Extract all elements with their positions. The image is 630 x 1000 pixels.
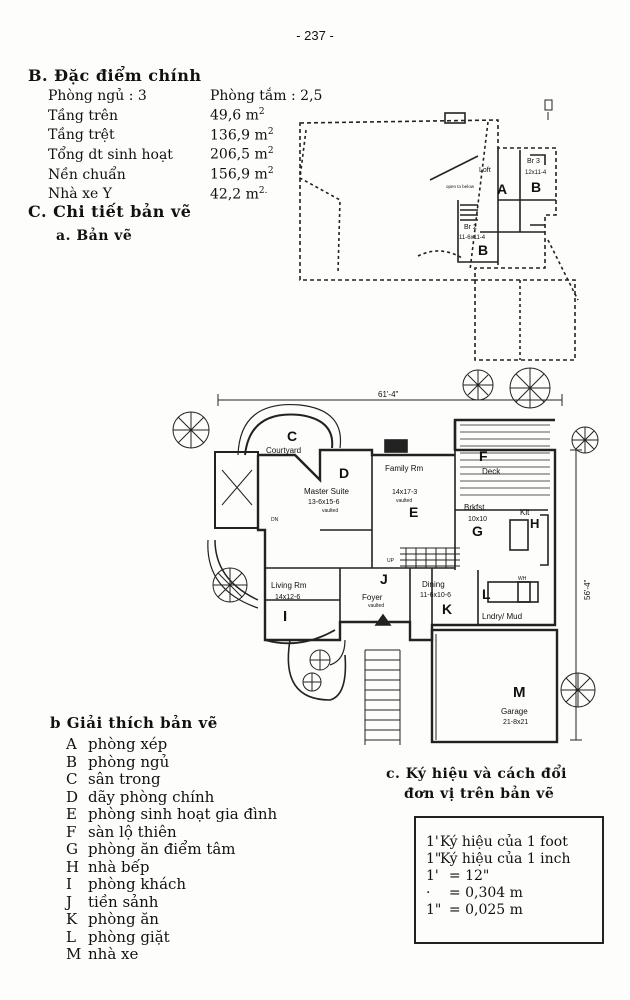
room-letter-brkfst: G xyxy=(472,523,483,539)
upper-floor-plan xyxy=(299,99,579,361)
room-letter-deck: F xyxy=(479,448,488,464)
room-label-master: Master Suite xyxy=(304,487,349,496)
room-dims-br2: 11-6x11-4 xyxy=(459,235,486,241)
symbols-title-line2: đơn vị trên bản vẽ xyxy=(404,786,555,802)
symbol-row: 1'Ký hiệu của 1 foot xyxy=(426,834,568,850)
room-letter-family: E xyxy=(409,504,418,520)
room-label-loft: Loft xyxy=(479,167,491,174)
main-floor-plan xyxy=(207,394,582,745)
section-c-subtitle: a. Bản vẽ xyxy=(56,228,133,244)
room-note-family: vaulted xyxy=(396,498,412,504)
room-letter-br2: B xyxy=(478,242,488,258)
open-to-below-note: open to below xyxy=(446,184,475,189)
width-dimension: 61'-4" xyxy=(378,390,399,399)
room-letter-br3: B xyxy=(531,179,541,195)
room-label-family: Family Rm xyxy=(385,464,424,473)
room-note-master: vaulted xyxy=(322,508,338,514)
room-label-lndry: Lndry/ Mud xyxy=(482,612,522,621)
tree-icons xyxy=(172,367,599,708)
room-label-living: Living Rm xyxy=(271,581,307,590)
room-letter-dining: K xyxy=(442,601,452,617)
symbol-row: 1' = 12" xyxy=(426,868,490,884)
room-label-deck: Deck xyxy=(482,467,501,476)
symbol-row: 1" = 0,025 m xyxy=(426,902,523,918)
room-label-brkfst: Brkfst xyxy=(464,503,485,512)
depth-dimension: 56'-4" xyxy=(583,579,592,600)
symbols-box: 1'Ký hiệu của 1 foot 1"Ký hiệu của 1 inc… xyxy=(414,816,604,944)
room-dims-br3: 12x11-4 xyxy=(525,170,547,176)
symbol-row: · = 0,304 m xyxy=(426,885,523,901)
symbols-title-line1: c. Ký hiệu và cách đổi xyxy=(386,766,567,782)
room-letter-loft: A xyxy=(497,181,507,197)
room-letter-garage: M xyxy=(513,684,526,701)
section-b-title: B. Đặc điểm chính xyxy=(28,66,202,85)
room-letter-foyer: J xyxy=(380,571,388,587)
water-heater-label: WH xyxy=(518,576,527,582)
stair-dn-label: DN xyxy=(271,517,279,523)
room-dims-living: 14x12-6 xyxy=(275,594,300,601)
room-letter-living: I xyxy=(283,608,287,625)
room-dims-dining: 11-6x10-6 xyxy=(420,592,451,599)
page-number: - 237 - xyxy=(296,28,334,43)
room-letter-kit: H xyxy=(530,516,539,531)
room-dims-master: 13-6x15-6 xyxy=(308,499,340,506)
room-note-foyer: vaulted xyxy=(368,603,384,609)
room-letter-lndry: L xyxy=(482,586,491,602)
room-letter-master: D xyxy=(339,465,349,481)
room-label-br3: Br 3 xyxy=(527,158,540,165)
room-label-kit: Kit xyxy=(520,508,530,517)
room-label-garage: Garage xyxy=(501,707,528,716)
room-label-br2: Br 2 xyxy=(464,224,477,231)
room-dims-garage: 21-8x21 xyxy=(503,719,528,726)
room-letter-courtyard: C xyxy=(287,428,297,444)
legend-title: b Giải thích bản vẽ xyxy=(50,714,218,732)
room-dims-family: 14x17-3 xyxy=(392,489,417,496)
symbol-row: 1"Ký hiệu của 1 inch xyxy=(426,851,571,867)
room-label-dining: Dining xyxy=(422,580,445,589)
room-label-foyer: Foyer xyxy=(362,593,383,602)
stair-up-label: UP xyxy=(387,558,395,564)
section-c-title: C. Chi tiết bản vẽ xyxy=(28,202,192,221)
room-dims-brkfst: 10x10 xyxy=(468,516,487,523)
room-label-courtyard: Courtyard xyxy=(266,446,301,455)
